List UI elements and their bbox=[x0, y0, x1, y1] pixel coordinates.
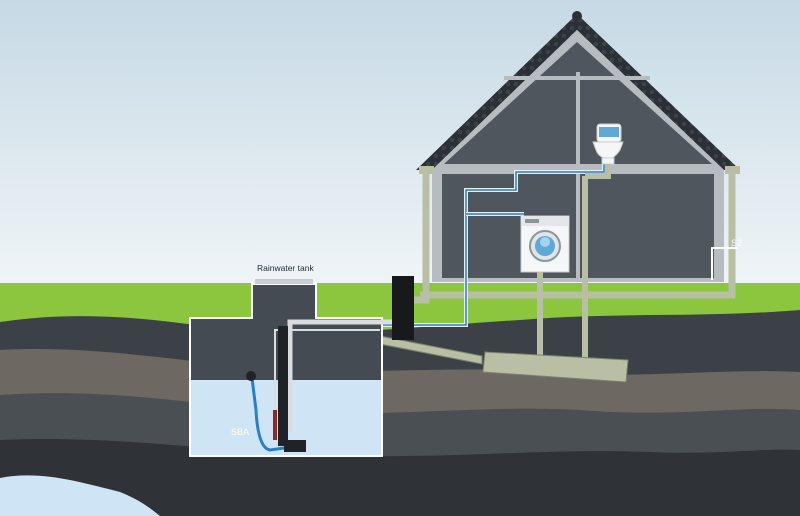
tank-inlet-pipe bbox=[287, 319, 392, 432]
gutter-left bbox=[419, 166, 434, 174]
filter-box bbox=[392, 276, 414, 340]
rainwater-tank bbox=[189, 279, 392, 457]
tank-pump-riser bbox=[274, 329, 380, 438]
tap-label: S2 bbox=[731, 238, 742, 248]
downpipe-right bbox=[420, 170, 736, 299]
toilet bbox=[592, 123, 624, 165]
pump-column bbox=[278, 326, 288, 446]
downpipe-left bbox=[410, 170, 430, 304]
washing-machine bbox=[520, 215, 570, 273]
pump-controller bbox=[273, 410, 277, 440]
tank-lid bbox=[255, 279, 313, 284]
groundwater bbox=[0, 475, 160, 516]
gutter-right bbox=[725, 166, 740, 174]
suction-hose bbox=[250, 377, 285, 452]
outdoor-tap: S2 bbox=[711, 238, 742, 280]
supply-pipes bbox=[285, 160, 606, 327]
floating-filter bbox=[246, 371, 256, 381]
house-attic-floor bbox=[440, 164, 716, 172]
pump-base bbox=[284, 440, 306, 452]
waste-pipes bbox=[343, 164, 629, 383]
soil-layer-deep bbox=[0, 438, 800, 516]
pump-label: SBA bbox=[231, 427, 249, 437]
downpipes bbox=[410, 166, 740, 304]
roof-ridge-cap bbox=[572, 11, 582, 21]
sewer-main bbox=[482, 351, 629, 383]
tank-label: Rainwater tank bbox=[257, 263, 314, 273]
